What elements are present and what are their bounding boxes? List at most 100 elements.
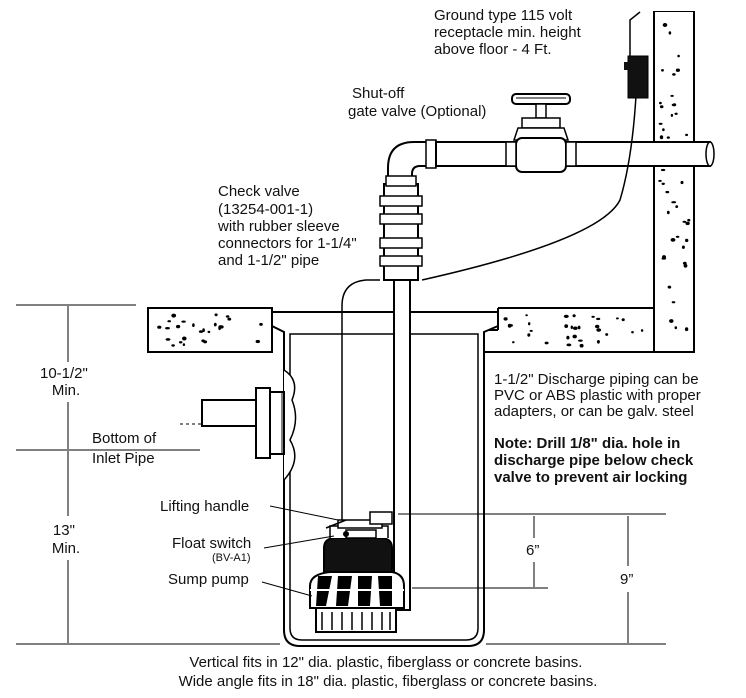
- concrete-speckle: [661, 182, 665, 185]
- concrete-speckle: [527, 333, 531, 337]
- concrete-speckle: [685, 133, 689, 137]
- sump-pump-label: Sump pump: [168, 571, 249, 588]
- dimension-lines: [16, 304, 666, 645]
- concrete-speckle: [671, 201, 677, 204]
- concrete-speckle: [529, 329, 533, 332]
- concrete-speckle: [685, 221, 690, 226]
- concrete-speckle: [596, 340, 600, 344]
- concrete-speckle: [670, 113, 674, 117]
- concrete-speckle: [544, 341, 549, 345]
- discharge-pipe: [379, 139, 715, 611]
- concrete-speckle: [563, 314, 569, 318]
- inlet-pipe: [201, 387, 285, 459]
- concrete-speckle: [682, 220, 687, 223]
- concrete-speckle: [572, 314, 576, 318]
- dimension-9-label: 9”: [620, 571, 633, 588]
- concrete-speckle: [596, 328, 602, 332]
- discharge-piping-label: 1-1/2" Discharge piping can be PVC or AB…: [494, 371, 705, 420]
- concrete-speckle: [579, 343, 584, 348]
- concrete-speckle: [181, 320, 186, 323]
- concrete-speckle: [165, 327, 170, 330]
- concrete-speckle: [680, 180, 684, 185]
- concrete-speckle: [667, 285, 672, 289]
- concrete-speckle: [658, 179, 662, 182]
- concrete-speckle: [198, 330, 204, 333]
- concrete-speckle: [192, 323, 195, 328]
- wall-receptacle: [624, 55, 649, 99]
- concrete-speckle: [685, 238, 689, 243]
- concrete-speckle: [570, 325, 573, 330]
- concrete-speckle: [207, 330, 211, 334]
- concrete-speckle: [683, 263, 688, 268]
- concrete-speckle: [203, 340, 208, 344]
- gate-valve-label: Shut-off gate valve (Optional): [348, 85, 486, 120]
- min-depth-label: 10-1/2" Min.: [40, 365, 92, 399]
- concrete-speckle: [512, 341, 515, 344]
- concrete-speckle: [675, 235, 680, 238]
- concrete-speckle: [662, 255, 666, 260]
- concrete-speckle: [176, 324, 181, 329]
- concrete-speckle: [666, 136, 670, 139]
- concrete-speckle: [182, 343, 186, 346]
- concrete-speckle: [528, 322, 531, 326]
- concrete-speckle: [591, 315, 595, 318]
- concrete-speckle: [578, 339, 583, 342]
- concrete-speckle: [666, 210, 670, 215]
- float-switch-label: Float switch: [172, 535, 251, 552]
- concrete-floor: [147, 12, 695, 353]
- concrete-speckle: [671, 301, 676, 304]
- concrete-speckle: [182, 336, 187, 341]
- concrete-speckle: [213, 322, 217, 327]
- concrete-speckle: [167, 320, 171, 323]
- concrete-speckle: [507, 323, 512, 328]
- concrete-speckle: [661, 69, 664, 72]
- caption: Vertical fits in 12" dia. plastic, fiber…: [179, 654, 598, 690]
- concrete-speckle: [178, 341, 183, 344]
- dimension-6-label: 6”: [526, 542, 539, 559]
- concrete-speckle: [227, 317, 232, 321]
- concrete-speckle: [675, 205, 679, 209]
- concrete-wall: [650, 11, 696, 353]
- leader-lines: [261, 505, 339, 597]
- concrete-speckle: [677, 54, 680, 58]
- concrete-speckle: [687, 218, 691, 222]
- concrete-speckle: [672, 73, 676, 76]
- concrete-speckle: [165, 338, 171, 341]
- concrete-speckle: [214, 313, 218, 317]
- concrete-speckle: [503, 317, 508, 321]
- concrete-speckle: [525, 314, 528, 317]
- concrete-speckle: [573, 326, 578, 330]
- power-cord: [341, 11, 641, 520]
- concrete-speckle: [669, 319, 674, 323]
- concrete-speckle: [259, 322, 263, 326]
- concrete-speckle: [665, 190, 670, 194]
- sump-pump: [309, 511, 405, 633]
- concrete-speckle: [564, 324, 569, 328]
- inlet-pipe-label: Bottom of Inlet Pipe: [92, 430, 160, 467]
- check-valve-label: Check valve (13254-001-1) with rubber sl…: [217, 183, 361, 269]
- concrete-speckle: [255, 339, 260, 344]
- concrete-speckle: [659, 135, 664, 140]
- concrete-speckle: [684, 327, 689, 332]
- concrete-speckle: [659, 101, 662, 105]
- concrete-speckle: [596, 317, 601, 321]
- receptacle-label: Ground type 115 volt receptacle min. hei…: [434, 7, 585, 58]
- concrete-speckle: [674, 326, 678, 330]
- concrete-speckle: [171, 313, 177, 318]
- concrete-speckle: [572, 334, 577, 339]
- concrete-speckle: [670, 238, 676, 242]
- concrete-speckle: [621, 318, 625, 322]
- concrete-speckle: [566, 343, 572, 347]
- concrete-speckle: [640, 329, 644, 332]
- concrete-speckle: [660, 168, 666, 172]
- float-switch-model: (BV-A1): [212, 552, 251, 564]
- lifting-handle-label: Lifting handle: [160, 498, 249, 515]
- concrete-speckle: [595, 324, 600, 329]
- concrete-speckle: [670, 94, 674, 97]
- concrete-speckle: [218, 326, 221, 331]
- gate-valve: [505, 93, 577, 173]
- concrete-speckle: [674, 112, 678, 116]
- concrete-speckle: [675, 68, 681, 72]
